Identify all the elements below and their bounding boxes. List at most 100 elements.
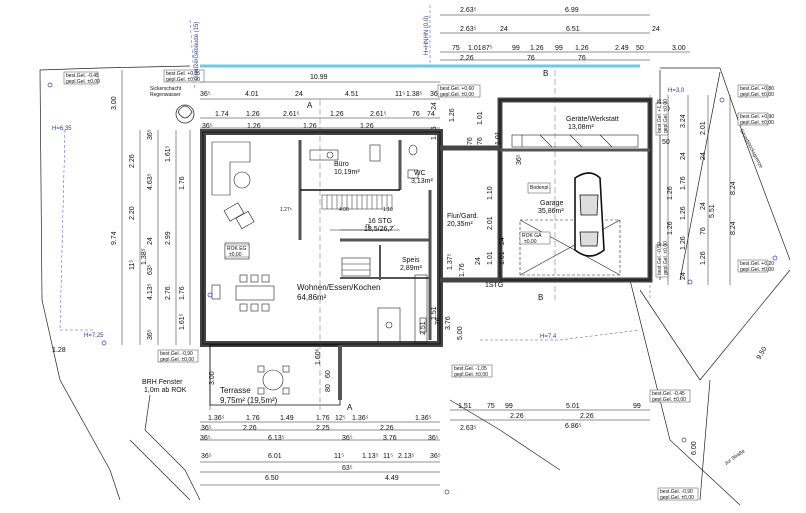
dim-text: 24 [431,102,438,110]
dim-text: 2.51 [420,321,427,335]
dim-text: 99 [512,45,520,52]
room-name-geraete: Geräte/Werkstatt [566,116,619,123]
dim-text: 24 [295,91,303,98]
stairs-size: 18,5/26,7 [364,226,393,233]
dim-text: 1.26 [360,123,374,130]
level-text: best.Gel. -0,90 [160,351,193,357]
dim-text: 5.00 [457,326,464,340]
dim-text: 63⁵ [147,264,154,275]
dim-text: 1.60⁵ [315,348,322,365]
dim-text: 1.26 [303,123,317,130]
room-name-wohnen: Wohnen/Essen/Kochen [297,283,380,292]
dim-text: 6.50 [265,475,279,482]
dim-text: 1.01 [477,111,484,125]
room-area-wc: 3,13m² [411,178,433,185]
dim-text: 1.76 [680,176,687,190]
brh-label-2: 1,0m ab ROK [144,387,187,394]
room-labels: Büro 10,19m² WC 3,13m² 16 STG 18,5/26,7 … [220,116,619,405]
dim-text: 2.25 [316,425,330,432]
level-text: best.Gel. -0,90 [660,489,693,495]
level-text: best.Gel. +1,25 [657,99,663,133]
dim-text: 2.20 [129,206,136,220]
section-a-top: A [307,101,313,110]
dim-text: 80 [325,384,332,392]
level-text: gepl.Gel. ±0,00 [166,77,200,83]
dim-text: 2.63⁵ [460,26,477,33]
car-icon [574,172,605,257]
level-text: best.Gel. +0,60 [440,86,474,92]
dim-text: 5.51 [709,204,716,218]
dim-text: 5.01 [566,403,580,410]
dim-text: 36⁵ [147,129,154,140]
room-area-buero: 10,19m² [334,169,360,176]
level-text: best.Gel. -0,45 [652,391,685,397]
level-text: gepl.Gel. ±0,00 [663,99,669,133]
bottom-dimension-lines [200,409,650,486]
level-text: best.Gel. +0,90 [740,114,774,120]
dim-text: 1.01 [495,131,502,145]
dim-text: 8.24 [730,181,737,195]
dim-text: 2.01 [700,121,707,135]
dim-text: 1.76 [459,263,466,277]
level-text: gepl.Gel. ±0,00 [740,92,774,98]
dim-text: 1.26 [530,45,544,52]
stairs-small: 1STG [485,282,503,289]
dim-text: 1.13⁵ [362,453,379,460]
vertical-label: Grenze/Gebäude (15) [194,22,200,80]
section-a-bottom: A [347,403,353,412]
dim-text: 2.26 [380,425,394,432]
dim-text: 2.13⁵ [398,453,415,460]
dim-text: 36⁵ [201,425,212,432]
dim-text: 24 [680,152,687,160]
regenwasser-label: Regenwasser [150,92,181,98]
room-area-flur: 20,35m² [447,221,473,228]
dim-text: 1.01 [487,251,494,265]
blue-markers [47,82,778,495]
right-dimension-text: 50 50 3.24 2.01 24 24 1.76 1.26 1.26 24 … [662,106,769,455]
dim-text: 36⁵ [200,91,211,98]
level-text: gepl.Gel. ±0,00 [660,495,694,501]
vertical-label: H=HNHN (0.0) [424,16,430,55]
interior-dimension-text: 1.27⁵ 4.00 1.10 76 2.01 1.10 1.01 24 1.0… [280,131,674,392]
room-name-garage: Garage [540,200,563,207]
dim-text: 1.49 [280,415,294,422]
dim-text: 2.26 [243,425,257,432]
level-text: gepl.Gel. ±0,00 [663,241,669,275]
room-area-geraete: 13,08m² [568,124,594,131]
dim-text: 1.26 [247,123,261,130]
dim-text: 1.26 [700,251,707,265]
level-text: gepl.Gel. ±0,00 [652,397,686,403]
dim-text: 11⁵ [395,91,405,98]
dim-text: 1.37⁵ [447,253,454,270]
dim-text: 1.27⁵ [280,207,292,213]
level-text: gepl.Gel. ±0,00 [740,267,774,273]
dim-text: 12⁵ [335,415,346,422]
dim-text: 24 [700,202,707,210]
stairs [321,194,400,231]
dim-text: 2.01 [487,216,494,230]
dim-text: 1.61⁵ [179,313,186,330]
dim-text: 36⁵ [430,91,441,98]
room-name-wc: WC [414,170,426,177]
dim-text: 6.86⁵ [565,423,582,430]
dim-text: 1.26 [449,108,456,122]
dim-text: 63⁵ [342,465,353,472]
dim-text: 1.26 [330,111,344,118]
dim-text: 76 [435,317,442,325]
dim-text: 60 [325,370,332,378]
section-b-top: B [543,69,548,78]
dim-text: 36⁵ [342,435,353,442]
misc-annotations: Sickerschacht Regenwasser BRH Fenster 1,… [52,16,764,467]
room-area-speis: 2,89m² [400,265,422,272]
level-text: gepl.Gel. ±0,00 [454,372,488,378]
dim-text: 1.38⁵ [406,91,423,98]
dim-text: 6.01 [268,453,282,460]
right-dimension-lines [667,95,731,285]
dim-text: 10.99 [310,74,328,81]
dim-text: 99 [555,45,563,52]
dim-text: 3.76 [445,316,452,330]
dim-text: 1.36⁵ [208,415,225,422]
level-text: best.Gel. +0,80 [740,86,774,92]
level-text: best.Gel. +0,05 [166,71,200,77]
rok-eg-value: ±0,00 [229,252,242,258]
